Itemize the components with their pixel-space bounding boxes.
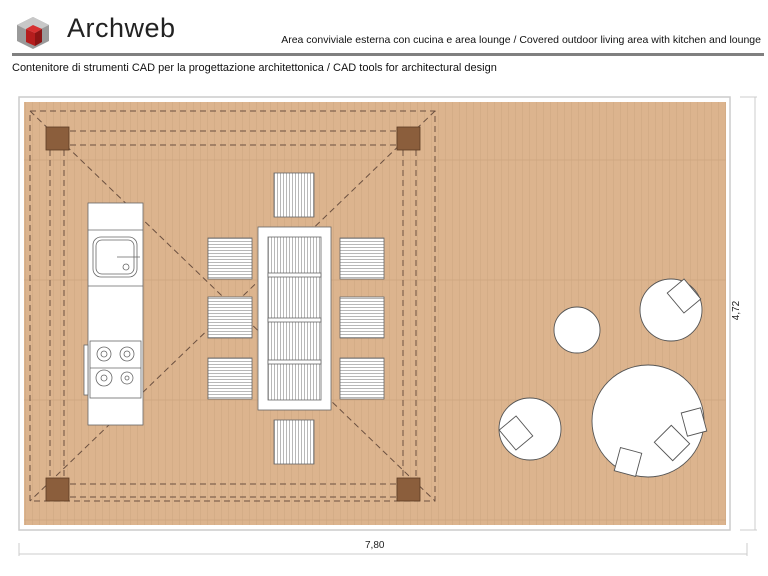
pergola-posts: [45, 126, 421, 502]
lounge-armchair-top: [639, 278, 703, 342]
dining-table: [257, 226, 332, 411]
dimension-lines: [18, 96, 757, 556]
drawing-title: Area conviviale esterna con cucina e are…: [281, 34, 761, 46]
side-table: [553, 306, 601, 354]
header-divider: [12, 53, 764, 56]
width-dimension: 7,80: [365, 540, 385, 551]
page-header: Archweb Area conviviale esterna con cuci…: [0, 0, 768, 80]
site-tagline: Contenitore di strumenti CAD per la prog…: [12, 62, 497, 74]
lounge-area: [498, 278, 708, 478]
dining-chairs: [207, 172, 385, 465]
kitchen-island: [83, 202, 144, 426]
depth-dimension: 4,72: [731, 300, 743, 321]
brand-name: Archweb: [67, 13, 176, 43]
archweb-logo-icon: [17, 17, 49, 49]
pergola-outline: [29, 110, 436, 502]
